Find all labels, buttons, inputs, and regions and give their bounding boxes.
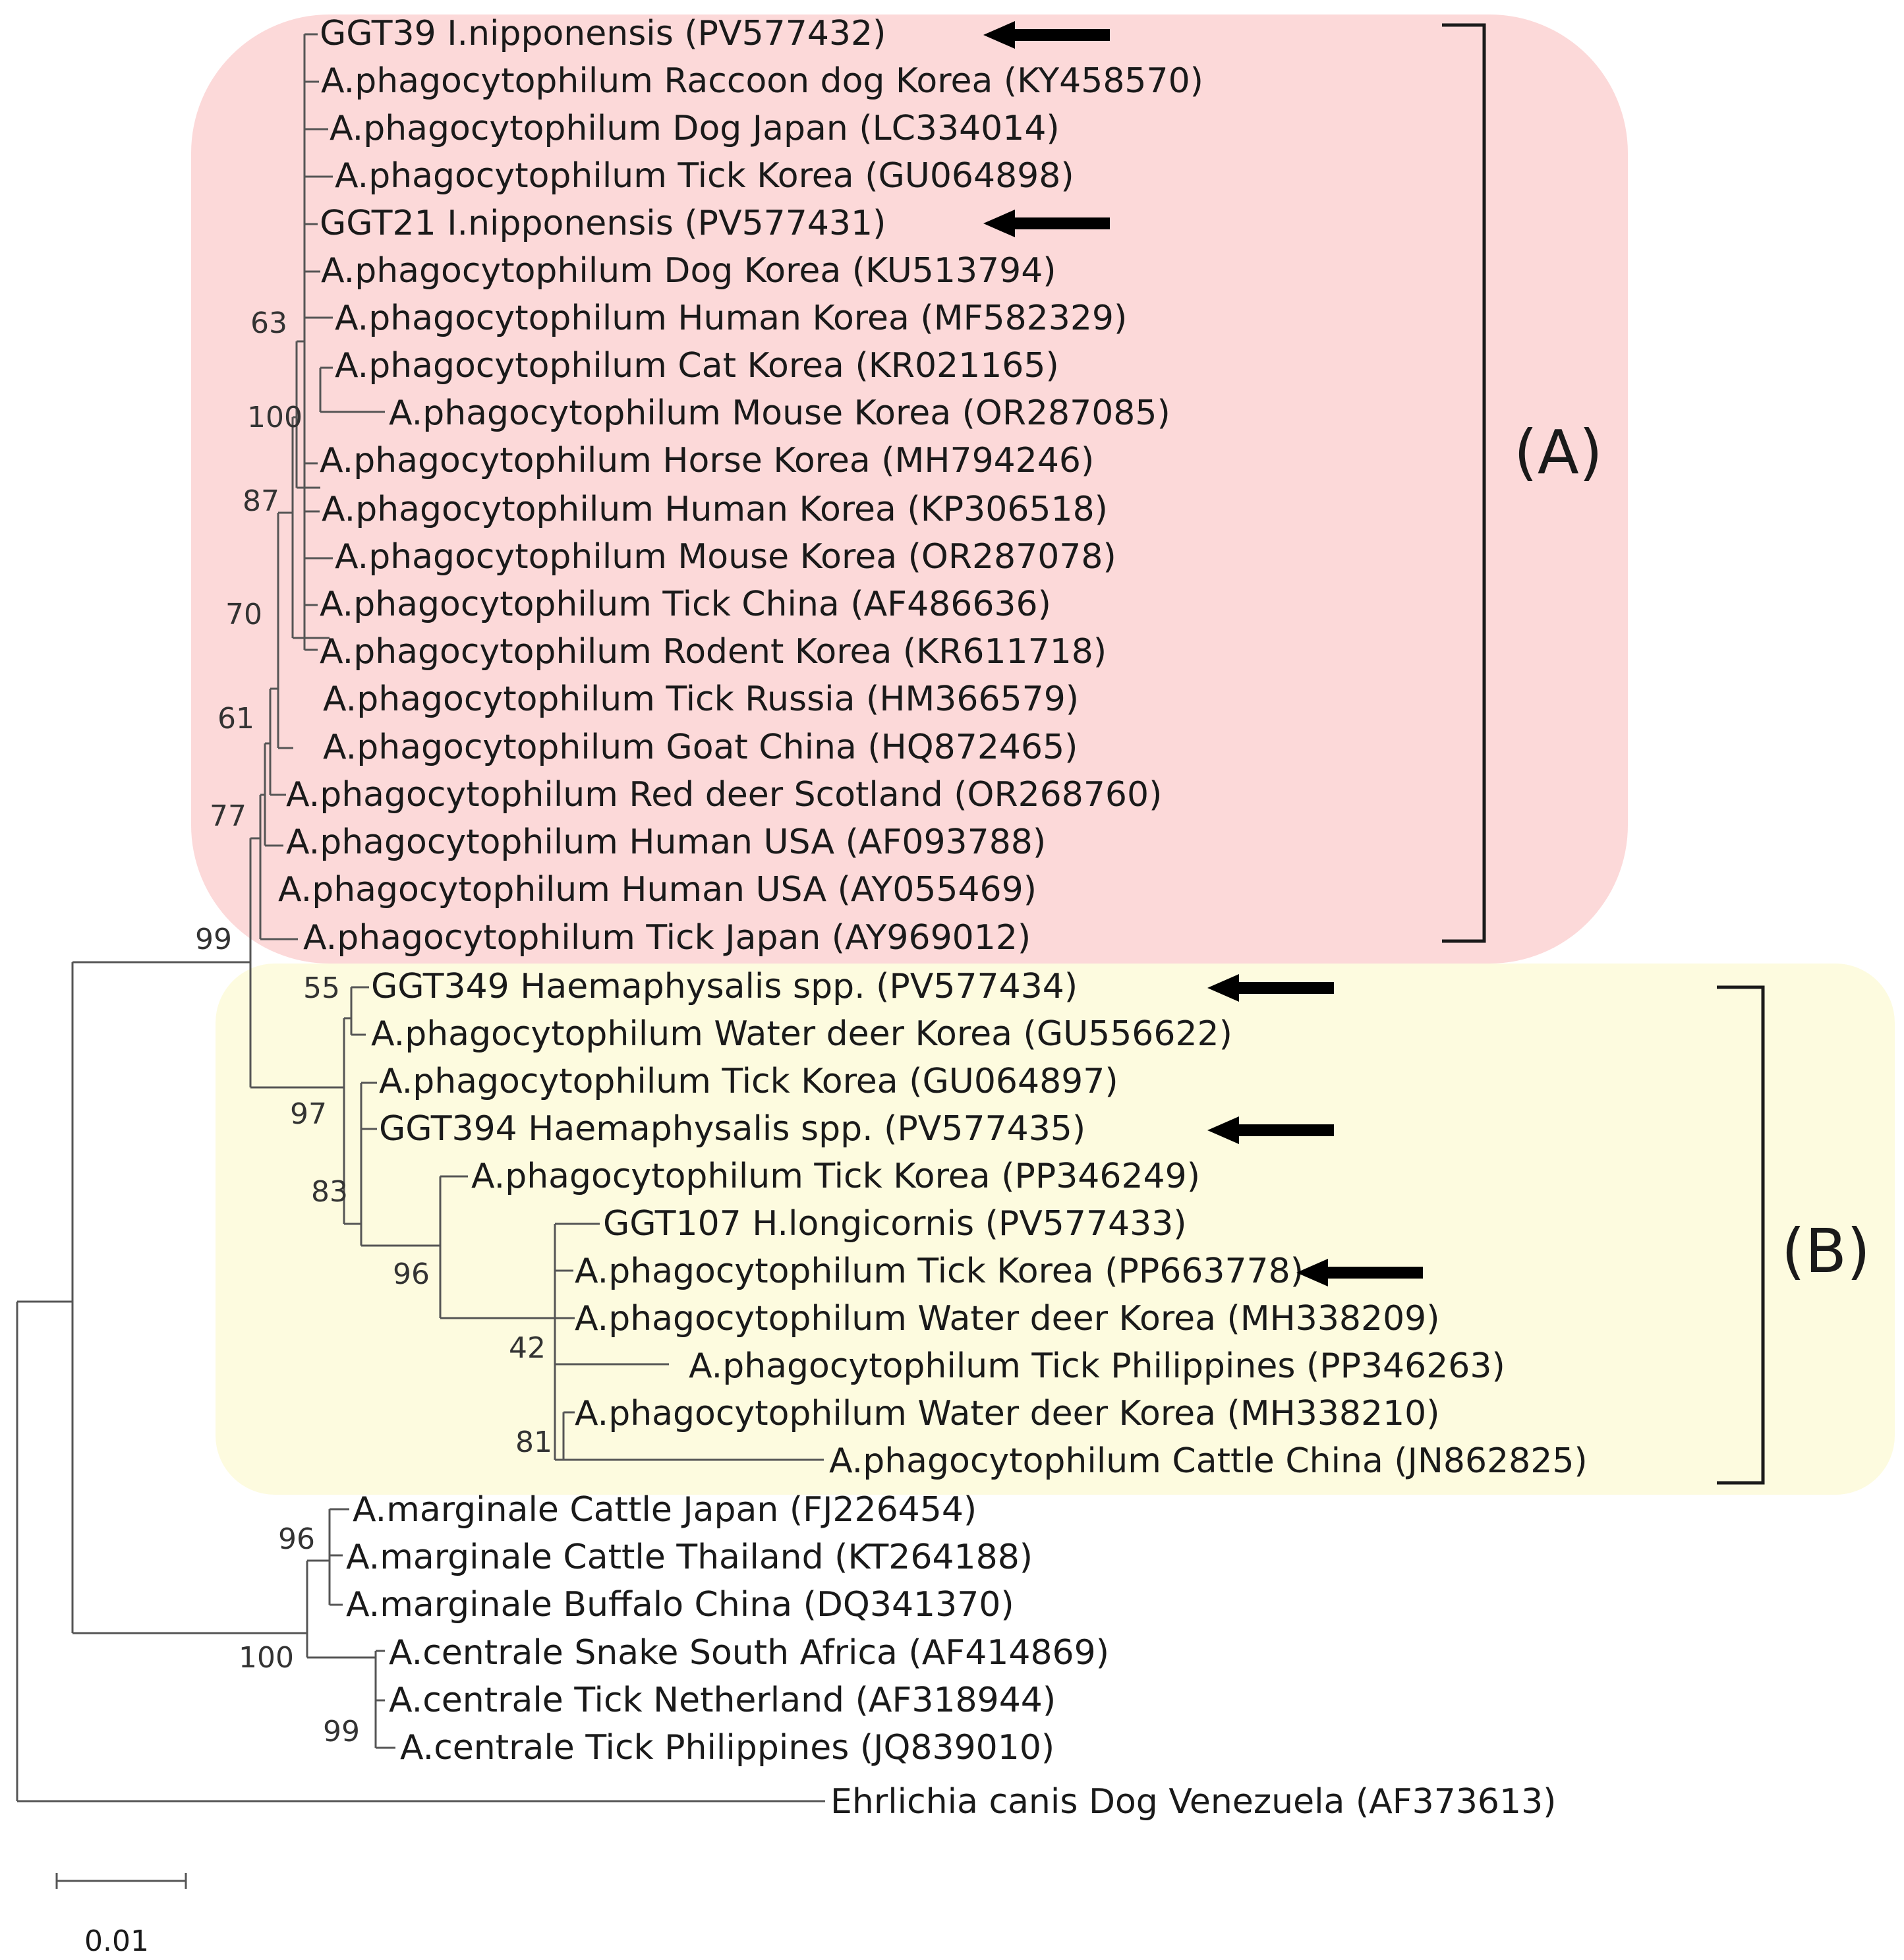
bootstrap-value: 96 [393,1257,430,1291]
bootstrap-value: 97 [290,1097,327,1131]
arrow-icon [1207,1116,1334,1144]
bootstrap-value: 42 [509,1331,546,1365]
bootstrap-value: 61 [217,702,254,735]
taxon-label: A.phagocytophilum Tick Japan (AY969012) [303,918,1031,958]
taxon-label: A.phagocytophilum Tick China (AF486636) [320,585,1051,624]
taxon-label: A.phagocytophilum Water deer Korea (MH33… [575,1299,1440,1339]
scale-bar-label: 0.01 [84,1924,149,1958]
taxon-label: A.phagocytophilum Mouse Korea (OR287078) [335,537,1116,577]
bootstrap-value: 63 [250,306,287,340]
arrow-icon [1296,1259,1423,1286]
taxon-label: A.centrale Tick Netherland (AF318944) [389,1681,1056,1720]
taxon-label: A.phagocytophilum Tick Korea (PP346249) [471,1157,1200,1196]
taxon-label: A.marginale Cattle Thailand (KT264188) [346,1538,1033,1577]
arrow-icon [983,210,1110,237]
arrow-icon [1207,974,1334,1002]
taxon-label: A.marginale Cattle Japan (FJ226454) [353,1490,977,1530]
taxon-label: A.phagocytophilum Human USA (AY055469) [278,870,1037,909]
taxon-label: Ehrlichia canis Dog Venezuela (AF373613) [830,1782,1556,1822]
clade-b-bracket [1717,985,1765,1485]
taxon-label: A.phagocytophilum Human USA (AF093788) [286,822,1046,862]
taxon-label: A.centrale Tick Philippines (JQ839010) [400,1728,1054,1768]
clade-a-bracket [1442,23,1486,943]
taxon-label: A.phagocytophilum Water deer Korea (MH33… [575,1394,1440,1433]
clade-b-label: (B) [1781,1216,1870,1286]
taxon-label: A.marginale Buffalo China (DQ341370) [346,1585,1014,1625]
clade-b-background [216,964,1895,1495]
taxon-label: A.phagocytophilum Red deer Scotland (OR2… [286,775,1162,815]
bootstrap-value: 55 [303,971,340,1005]
taxon-label: A.phagocytophilum Cattle China (JN862825… [829,1441,1588,1481]
taxon-label: A.phagocytophilum Goat China (HQ872465) [323,728,1078,767]
bootstrap-value: 83 [311,1175,348,1209]
taxon-label: A.phagocytophilum Cat Korea (KR021165) [335,346,1059,386]
bootstrap-value: 99 [195,923,232,956]
taxon-label: A.phagocytophilum Raccoon dog Korea (KY4… [321,61,1203,101]
taxon-label: GGT21 I.nipponensis (PV577431) [320,204,886,243]
bootstrap-value: 99 [323,1715,360,1748]
taxon-label: GGT349 Haemaphysalis spp. (PV577434) [371,967,1078,1006]
bootstrap-value: 81 [515,1426,552,1459]
bootstrap-value: 100 [239,1641,294,1675]
tree-branches [16,33,825,1802]
taxon-label: A.phagocytophilum Mouse Korea (OR287085) [389,393,1170,433]
taxon-label: A.centrale Snake South Africa (AF414869) [389,1633,1109,1673]
taxon-label: A.phagocytophilum Dog Japan (LC334014) [330,109,1060,148]
taxon-label: A.phagocytophilum Tick Philippines (PP34… [689,1346,1505,1386]
taxon-label: A.phagocytophilum Tick Korea (GU064897) [379,1062,1118,1101]
bootstrap-value: 96 [278,1522,315,1556]
bootstrap-values: 63 100 87 70 61 77 99 55 97 83 96 42 81 … [195,306,552,1748]
bootstrap-value: 100 [247,401,303,434]
scale-bar [55,1873,187,1889]
taxon-label: GGT39 I.nipponensis (PV577432) [320,14,886,53]
taxon-label: A.phagocytophilum Water deer Korea (GU55… [371,1014,1232,1054]
bootstrap-value: 70 [225,598,262,631]
taxon-label: A.phagocytophilum Tick Korea (GU064898) [335,156,1074,196]
clade-a-label: (A) [1514,417,1603,488]
taxon-labels: GGT39 I.nipponensis (PV577432) A.phagocy… [278,14,1588,1822]
taxon-label: GGT107 H.longicornis (PV577433) [603,1204,1187,1244]
bootstrap-value: 77 [210,799,246,833]
clade-a-background [191,14,1628,964]
arrow-icon [983,21,1110,49]
bootstrap-value: 87 [243,484,279,518]
highlight-arrows [983,21,1423,1286]
taxon-label: A.phagocytophilum Dog Korea (KU513794) [321,251,1056,291]
taxon-label: A.phagocytophilum Human Korea (MF582329) [335,299,1127,338]
taxon-label: GGT394 Haemaphysalis spp. (PV577435) [379,1109,1085,1149]
taxon-label: A.phagocytophilum Tick Russia (HM366579) [323,679,1079,719]
taxon-label: A.phagocytophilum Tick Korea (PP663778) [575,1252,1304,1291]
taxon-label: A.phagocytophilum Rodent Korea (KR611718… [320,632,1107,672]
taxon-label: A.phagocytophilum Human Korea (KP306518) [322,490,1108,529]
taxon-label: A.phagocytophilum Horse Korea (MH794246) [320,441,1094,480]
